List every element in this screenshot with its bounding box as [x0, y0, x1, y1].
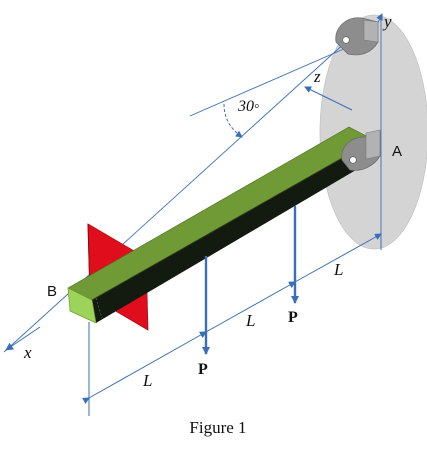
bracket-a — [341, 129, 381, 171]
x-axis-arrow — [5, 326, 41, 351]
upper-bracket — [335, 17, 379, 56]
dim-line-span-2 — [199, 281, 296, 338]
beam-side-face — [92, 140, 378, 323]
label-axis-z: z — [313, 67, 321, 86]
label-span-3: L — [333, 260, 343, 279]
label-span-2: L — [245, 311, 255, 330]
label-axis-x: x — [23, 343, 32, 362]
angle-arc — [223, 103, 243, 138]
beam — [67, 126, 378, 324]
label-load-1: P — [198, 361, 208, 378]
label-point-a: A — [392, 143, 402, 160]
figure-caption: Figure 1 — [189, 418, 246, 437]
label-span-1: L — [142, 371, 152, 390]
dim-line-span-1 — [82, 331, 207, 404]
label-angle: 30◦ — [237, 98, 260, 115]
label-load-2: P — [288, 309, 298, 326]
dim-line-span-3 — [288, 233, 382, 288]
label-point-b: B — [47, 283, 57, 300]
beam-top-face — [67, 126, 375, 301]
x-axis-line — [3, 39, 349, 353]
wall-hidden-edge — [95, 297, 103, 319]
angle-reference-line — [189, 47, 347, 117]
z-axis-arrow — [304, 86, 353, 111]
beam-end-face — [67, 287, 97, 324]
label-axis-y: y — [382, 12, 392, 31]
